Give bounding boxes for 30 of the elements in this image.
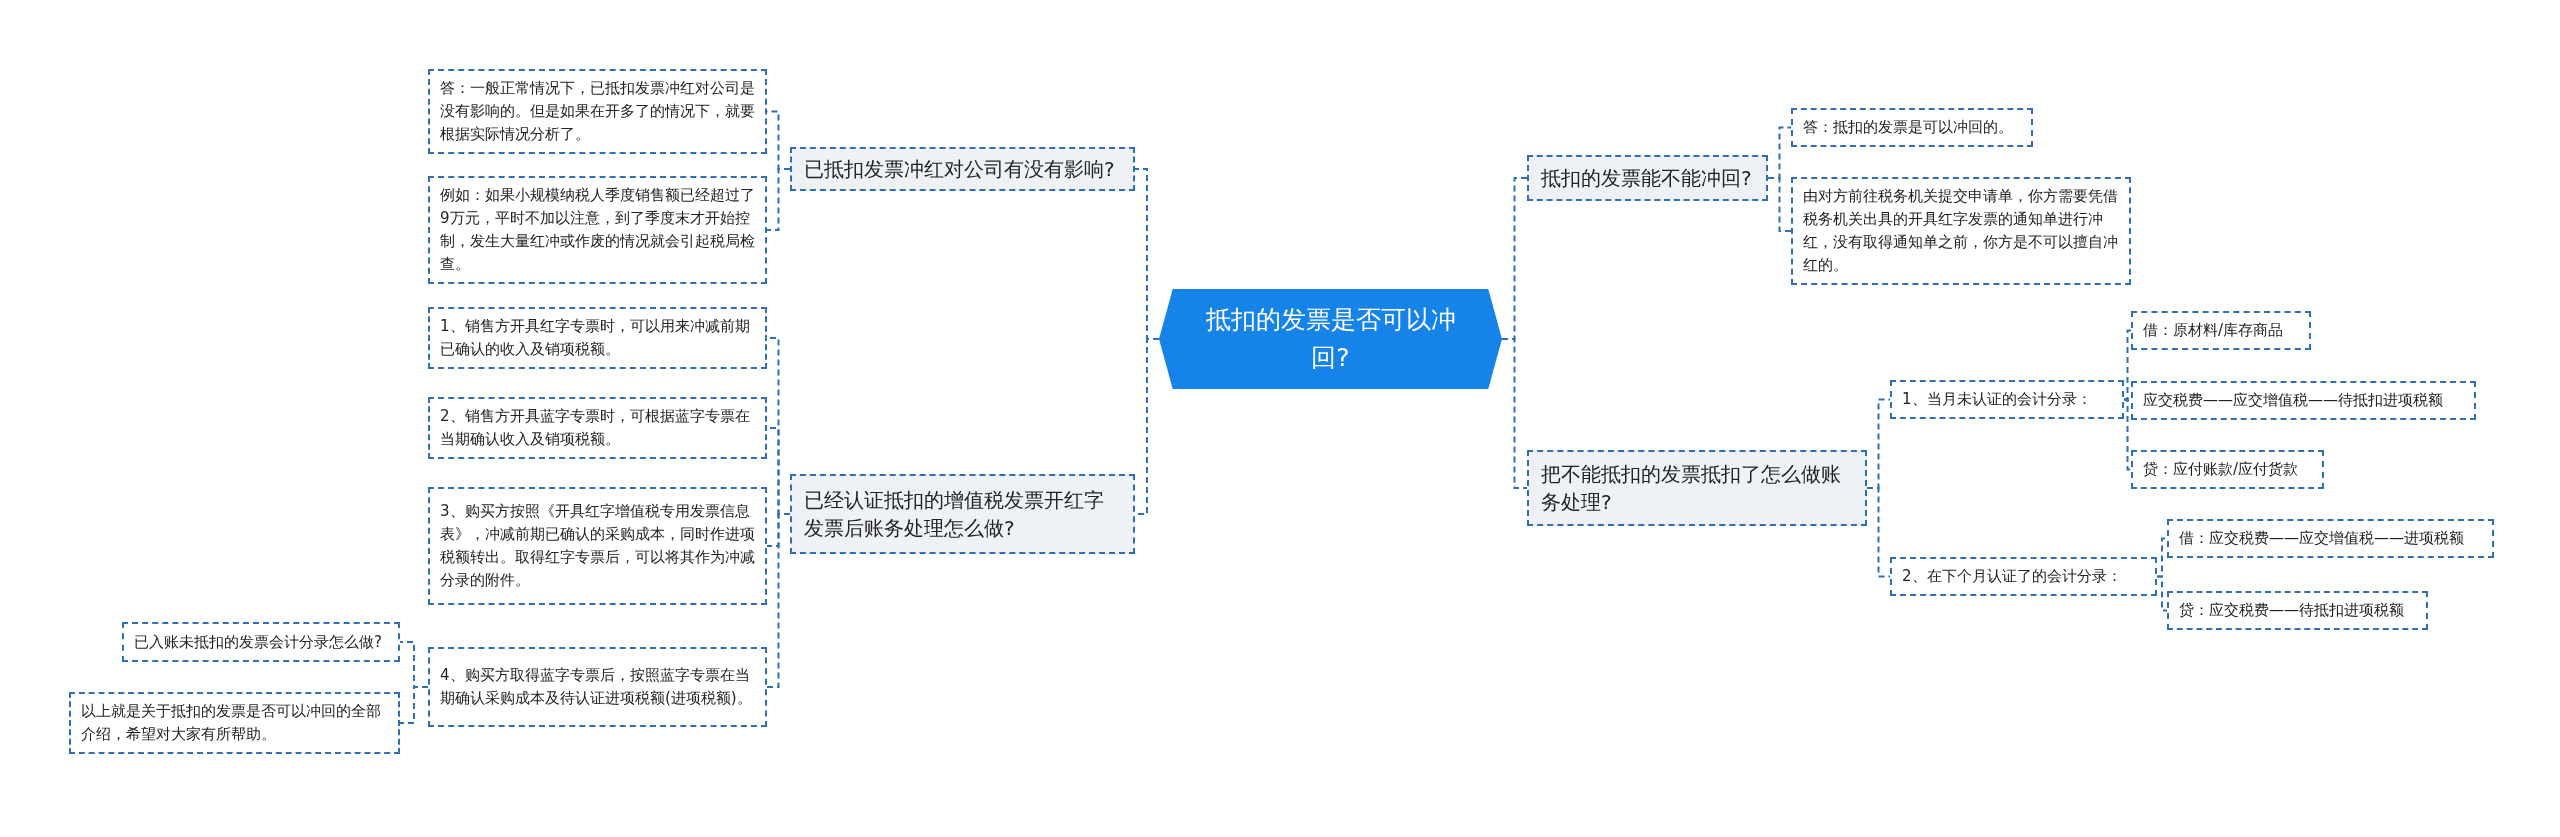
note-box: 例如：如果小规模纳税人季度销售额已经超过了9万元，平时不加以注意，到了季度末才开始控制，发生大量红冲或作废的情况就会引起税局检查。 — [428, 176, 767, 284]
connector-line — [399, 686, 429, 724]
note-box: 1、销售方开具红字专票时，可以用来冲减前期已确认的收入及销项税额。 — [428, 307, 767, 369]
topic-box: 已抵扣发票冲红对公司有没有影响? — [790, 147, 1135, 191]
connector-line — [2123, 398, 2132, 471]
note-box: 应交税费——应交增值税——待抵扣进项税额 — [2131, 381, 2476, 420]
topic-box: 把不能抵扣的发票抵扣了怎么做账务处理? — [1527, 450, 1867, 526]
connector-line — [1501, 338, 1528, 489]
note-box: 答：一般正常情况下，已抵扣发票冲红对公司是没有影响的。但是如果在开多了的情况下，就要根据实际情况分析了。 — [428, 69, 767, 154]
connector-line — [2156, 575, 2168, 612]
connector-line — [766, 513, 791, 688]
note-box: 1、当月未认证的会计分录： — [1890, 380, 2124, 419]
connector-line — [1866, 487, 1891, 578]
topic-box: 已经认证抵扣的增值税发票开红字发票后账务处理怎么做? — [790, 474, 1135, 554]
note-box: 已入账未抵扣的发票会计分录怎么做? — [122, 622, 400, 662]
note-box: 贷：应付账款/应付货款 — [2131, 450, 2324, 489]
topic-box: 抵扣的发票能不能冲回? — [1527, 155, 1768, 201]
central-topic: 抵扣的发票是否可以冲回? — [1159, 289, 1502, 389]
note-box: 答：抵扣的发票是可以冲回的。 — [1791, 108, 2033, 147]
connector-line — [766, 168, 791, 231]
note-box: 以上就是关于抵扣的发票是否可以冲回的全部介绍，希望对大家有所帮助。 — [69, 692, 400, 754]
note-box: 贷：应交税费——待抵扣进项税额 — [2167, 591, 2428, 630]
connector-line — [1767, 177, 1792, 232]
note-box: 由对方前往税务机关提交申请单，你方需要凭借税务机关出具的开具红字发票的通知单进行冲红，没有取得通知单之前，你方是不可以擅自冲红的。 — [1791, 177, 2131, 285]
note-box: 2、销售方开具蓝字专票时，可根据蓝字专票在当期确认收入及销项税额。 — [428, 397, 767, 459]
note-box: 2、在下个月认证了的会计分录： — [1890, 557, 2157, 596]
note-box: 借：应交税费——应交增值税——进项税额 — [2167, 519, 2494, 558]
note-box: 3、购买方按照《开具红字增值税专用发票信息表》，冲减前期已确认的采购成本，同时作进项税额转出。取得红字专票后，可以将其作为冲减分录的附件。 — [428, 487, 767, 605]
note-box: 4、购买方取得蓝字专票后，按照蓝字专票在当期确认采购成本及待认证进项税额(进项税额)。 — [428, 647, 767, 727]
note-box: 借：原材料/库存商品 — [2131, 311, 2311, 350]
